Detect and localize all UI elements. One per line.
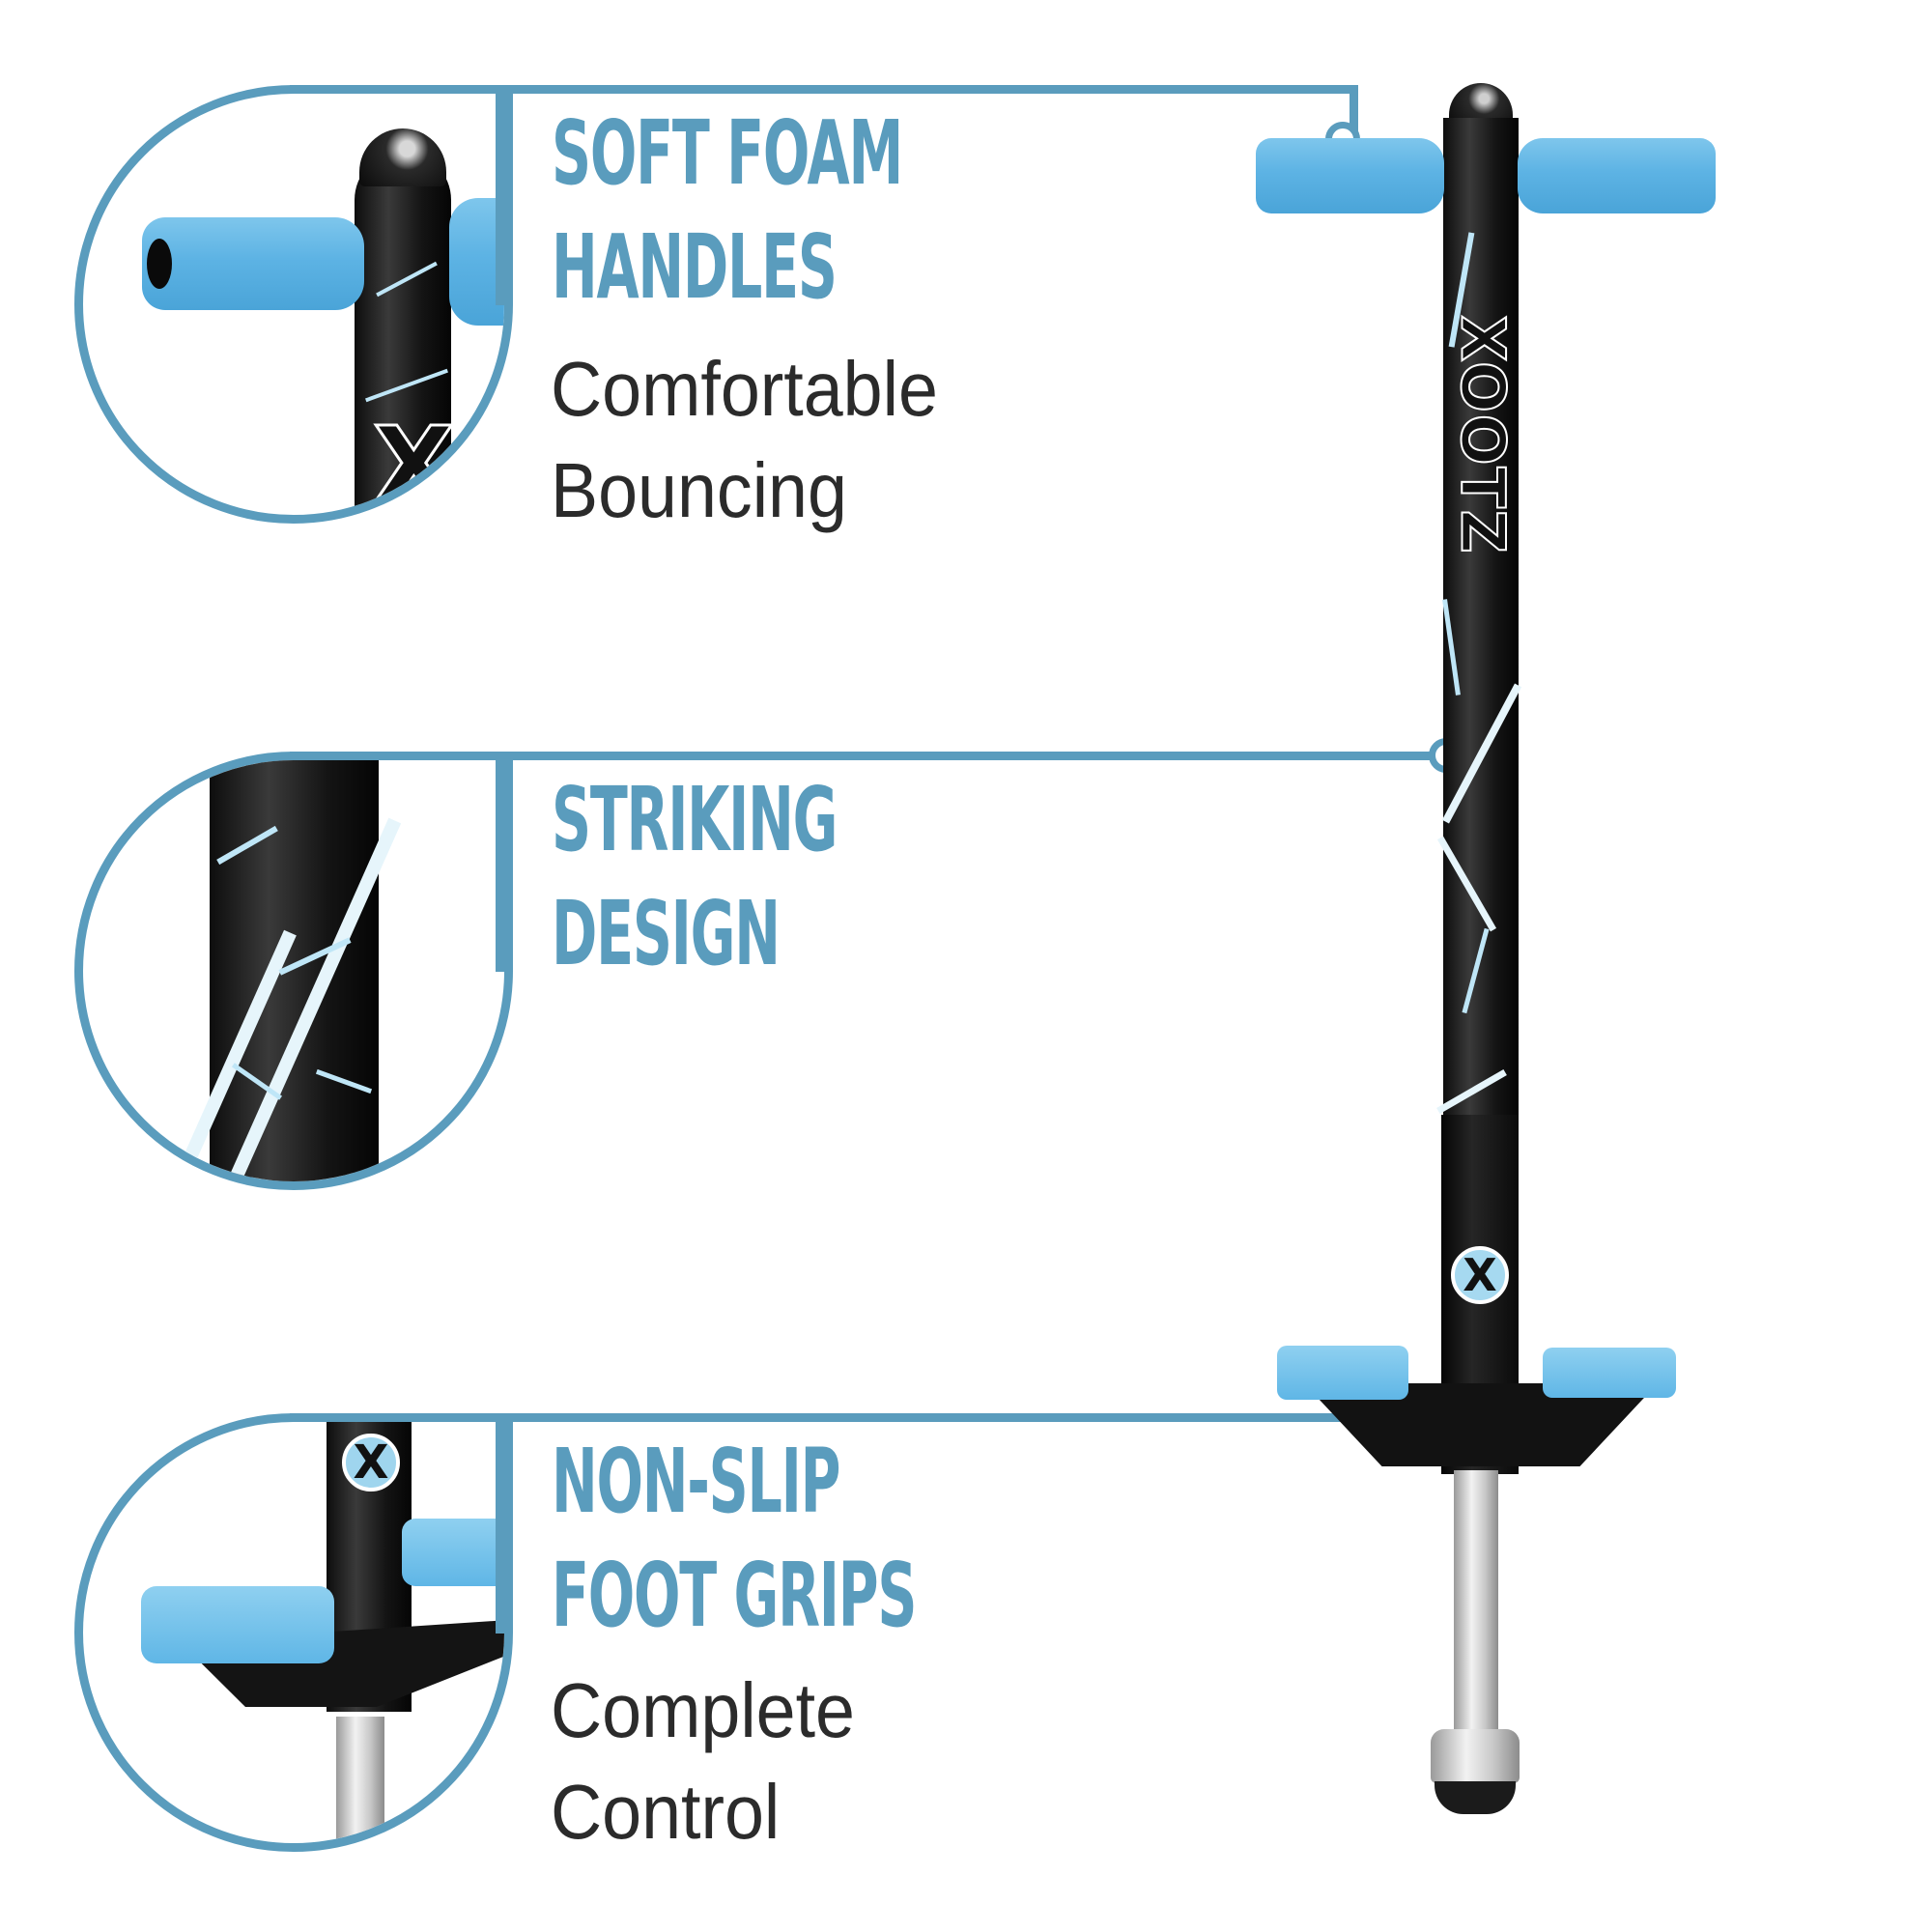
pogo-grip-left [1256,138,1444,213]
foam-grip-right [449,198,504,326]
callout-line-handles [290,85,1358,94]
callout-drop-handles [1350,85,1358,131]
feature-subtitle-footgrips-2: Control [551,1769,781,1855]
feature-title-footgrips-2: FOOT GRIPS [552,1544,917,1647]
detail-circle-design [74,752,513,1190]
pogo-grip-right [1518,138,1716,213]
panel-divider-handles [496,85,504,305]
feature-title-design-1: STRIKING [552,768,838,871]
feature-subtitle-footgrips-1: Complete [551,1667,855,1753]
feature-title-design-2: DESIGN [552,882,781,985]
pogo-brand-logo: XOOTZ [1447,315,1520,556]
detail-circle-handles: X [74,85,513,524]
pogo-foot-cap [1431,1729,1520,1783]
pogo-foot-peg-right [1543,1348,1676,1398]
panel-divider-design [496,752,504,972]
pogo-rubber-tip [1435,1781,1516,1814]
pogo-emblem: X [1451,1246,1509,1304]
feature-title-handles-2: HANDLES [552,215,838,319]
callout-line-footgrips [290,1413,1345,1422]
pole-closeup [210,760,379,1181]
chrome-shaft-closeup [336,1717,384,1843]
pole-cap [359,128,446,186]
pogo-chrome-shaft [1454,1470,1498,1733]
feature-subtitle-handles-1: Comfortable [551,346,938,432]
callout-line-design [290,752,1430,760]
detail-circle-footgrips: X [74,1413,513,1852]
pogo-foot-peg-left [1277,1346,1408,1400]
pogo-upper-pole [1443,118,1519,1117]
pole-closeup [355,152,451,515]
emblem-closeup: X [342,1434,400,1492]
foam-grip-left [142,217,364,310]
foot-peg-right [402,1519,504,1586]
panel-divider-footgrips [496,1413,504,1634]
logo-x-closeup: X [372,404,457,524]
feature-title-footgrips-1: NON-SLIP [552,1430,840,1533]
feature-title-handles-1: SOFT FOAM [552,101,903,205]
feature-subtitle-handles-2: Bouncing [551,447,847,533]
foot-peg-left [141,1586,334,1663]
grip-hole [147,239,172,289]
